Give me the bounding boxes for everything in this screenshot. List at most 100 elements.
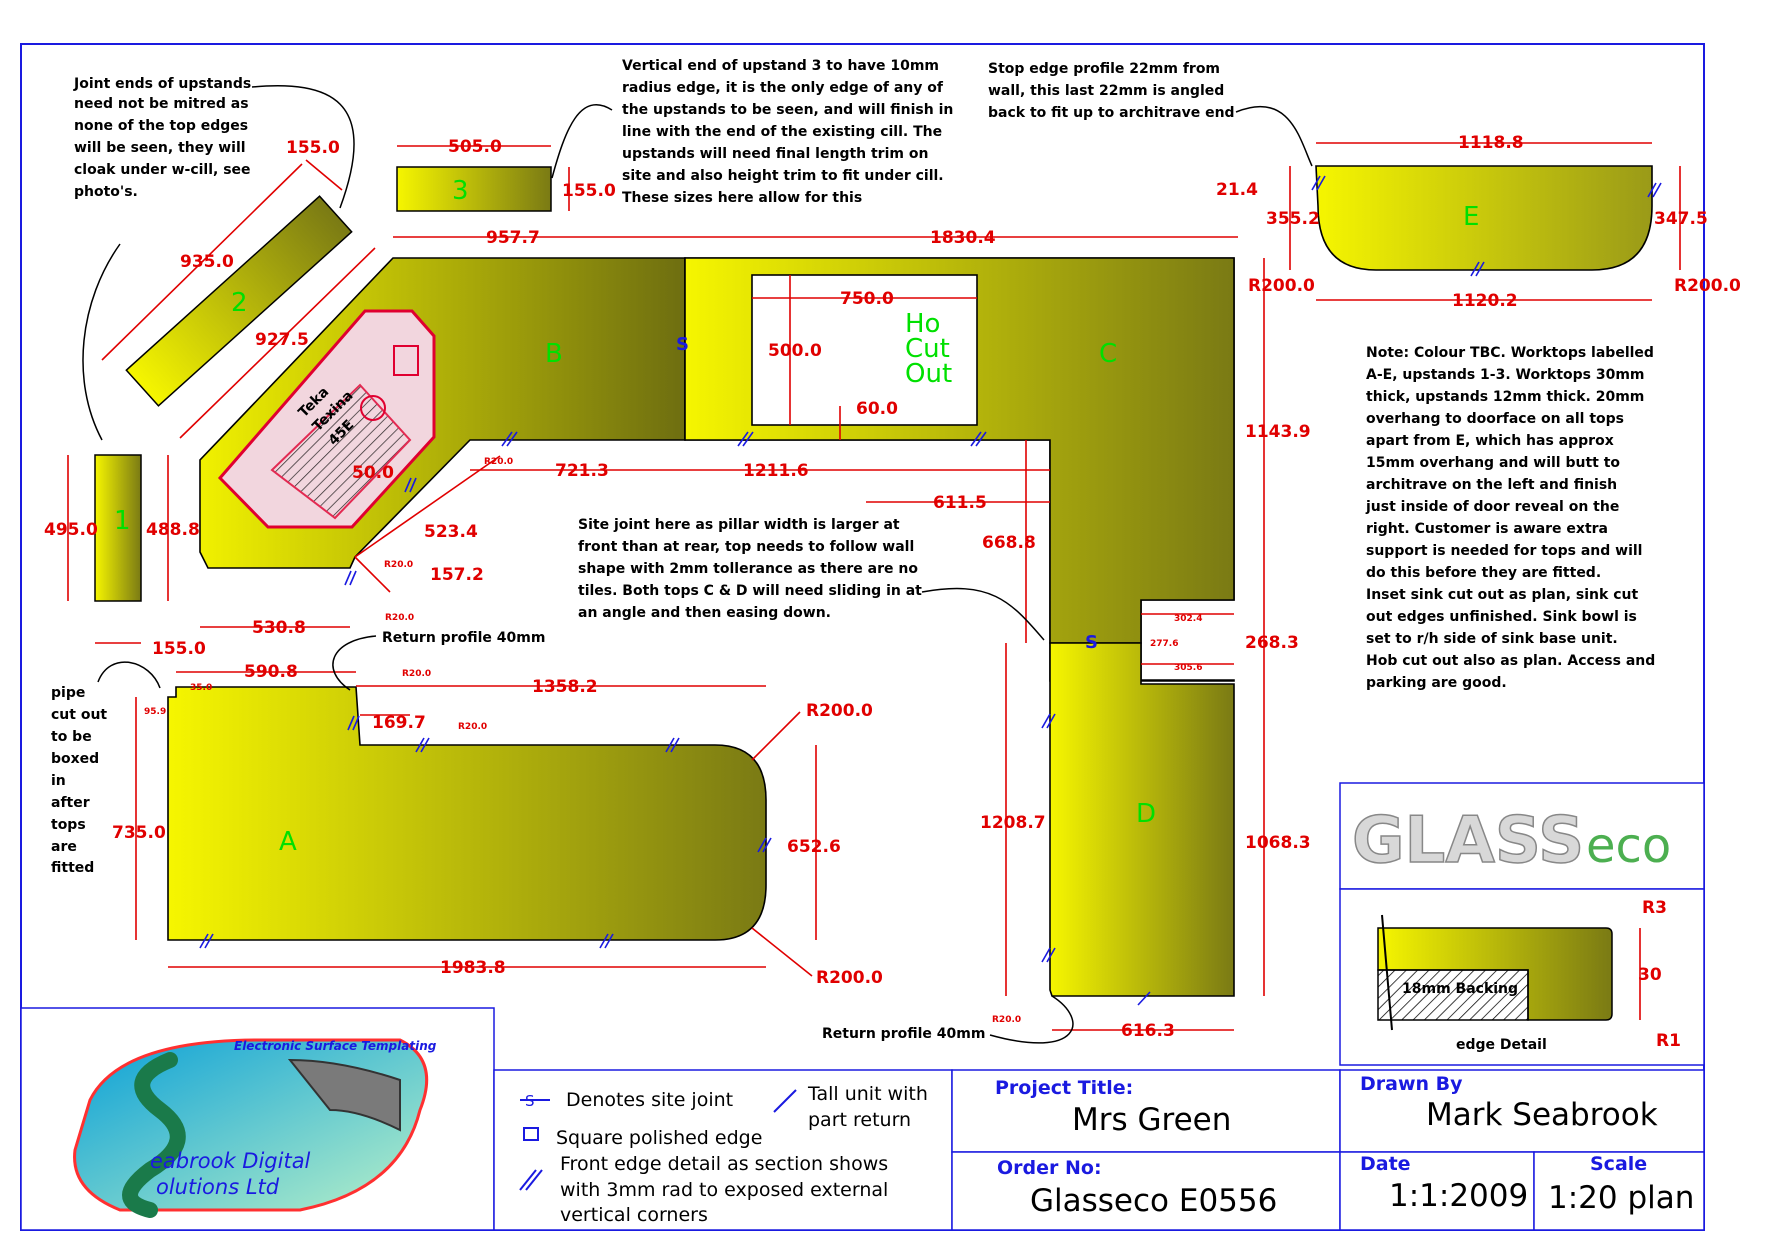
legend-front-3: vertical corners <box>560 1204 708 1226</box>
dim-a-small2: 95.9 <box>144 707 166 717</box>
svg-text:photo's.: photo's. <box>74 184 138 200</box>
note-general: Note: Colour TBC. Worktops labelled A-E,… <box>1365 345 1655 691</box>
company-line-2: olutions Ltd <box>156 1175 280 1199</box>
svg-text:to be: to be <box>51 729 92 745</box>
upstand-3-label: 3 <box>452 176 469 206</box>
dim-e-left: 355.2 <box>1266 209 1320 229</box>
dim-a-step: 169.7 <box>372 713 426 733</box>
dim-e-step: 21.4 <box>1216 180 1258 200</box>
upstand-3: 3 <box>396 166 552 212</box>
svg-text:architrave on the left and fin: architrave on the left and finish <box>1366 477 1617 493</box>
dim-d-r20: R20.0 <box>992 1015 1021 1025</box>
order-label: Order No: <box>997 1157 1102 1179</box>
svg-text:right. Customer is aware extra: right. Customer is aware extra <box>1366 521 1608 537</box>
svg-text:just inside of door reveal on: just inside of door reveal on the <box>1365 499 1619 515</box>
dim-u2-len: 935.0 <box>180 252 234 272</box>
legend-s-icon: S <box>525 1092 535 1110</box>
dim-a-top2: 1358.2 <box>532 677 598 697</box>
company-logo: Electronic Surface Templating eabrook Di… <box>20 1007 495 1231</box>
dim-d-right: 1068.3 <box>1245 833 1311 853</box>
svg-text:apart from E, which has approx: apart from E, which has approx <box>1366 433 1614 449</box>
svg-text:Joint ends of upstands: Joint ends of upstands <box>73 76 251 92</box>
svg-text:Vertical end of upstand 3 to h: Vertical end of upstand 3 to have 10mm <box>622 58 939 74</box>
dim-a-top: 590.8 <box>244 662 298 682</box>
svg-text:support is needed for tops and: support is needed for tops and will <box>1366 543 1642 559</box>
svg-text:boxed: boxed <box>51 751 99 767</box>
dim-d-bottom: 616.3 <box>1121 1021 1175 1041</box>
worktop-d-label: D <box>1136 799 1156 829</box>
dimension-lines: 505.0 155.0 155.0 935.0 927.5 495.0 488.… <box>44 133 1741 1041</box>
dim-edge-r3: R3 <box>1642 898 1667 918</box>
svg-text:in: in <box>51 773 66 789</box>
legend-front-2: with 3mm rad to exposed external <box>560 1179 888 1201</box>
note-site-joint: Site joint here as pillar width is large… <box>578 517 1045 641</box>
worktop-a-label: A <box>279 827 297 857</box>
dim-edge-30: 30 <box>1638 965 1662 985</box>
legend-tall-2: part return <box>808 1109 911 1131</box>
note-return-profile-1: Return profile 40mm <box>382 630 545 646</box>
title-block: Project Title: Mrs Green Drawn By Mark S… <box>951 1069 1705 1231</box>
dim-hob-w: 750.0 <box>840 289 894 309</box>
drawn-by: Mark Seabrook <box>1426 1097 1658 1133</box>
svg-text:overhang to doorface on all to: overhang to doorface on all tops <box>1366 411 1624 427</box>
worktop-e: E <box>1315 165 1653 271</box>
dim-a-r20b: R20.0 <box>458 722 487 732</box>
dim-a-r20a: R20.0 <box>402 669 431 679</box>
edge-caption: edge Detail <box>1456 1037 1547 1053</box>
worktop-e-label: E <box>1463 202 1479 232</box>
note-stop-edge: Stop edge profile 22mm from wall, this l… <box>988 61 1313 167</box>
worktop-b-label: B <box>545 339 563 369</box>
legend-site-joint: Denotes site joint <box>566 1089 733 1111</box>
dim-pillar-h: 268.3 <box>1245 633 1299 653</box>
company-tagline: Electronic Surface Templating <box>234 1039 437 1053</box>
svg-text:Hob cut out also as plan. Acce: Hob cut out also as plan. Access and <box>1366 653 1655 669</box>
svg-text:front than at rear, top needs: front than at rear, top needs to follow … <box>578 539 914 555</box>
glasseco-logo: GLASS eco <box>1339 782 1705 890</box>
drawn-label: Drawn By <box>1360 1073 1463 1095</box>
svg-text:line with the end of the exist: line with the end of the existing cill. … <box>622 124 942 140</box>
svg-text:radius edge, it is the only ed: radius edge, it is the only edge of any … <box>622 80 944 96</box>
dim-r20a: R20.0 <box>484 457 513 467</box>
dim-a-small1: 35.0 <box>190 683 212 693</box>
dim-top-b: 957.7 <box>486 228 540 248</box>
dim-a-right: 652.6 <box>787 837 841 857</box>
svg-text:Inset sink cut out as plan, si: Inset sink cut out as plan, sink cut <box>1366 587 1638 603</box>
worktop-a: A <box>167 686 767 941</box>
date-label: Date <box>1360 1153 1411 1175</box>
dim-e-bottom: 1120.2 <box>1452 291 1518 311</box>
svg-text:Stop edge profile 22mm from: Stop edge profile 22mm from <box>988 61 1220 77</box>
worktop-d: D <box>1049 642 1235 997</box>
dim-e-r200l: R200.0 <box>1248 276 1315 296</box>
svg-text:cut out: cut out <box>51 707 107 723</box>
logo-eco: eco <box>1586 818 1671 874</box>
dim-pillar-mid: 277.6 <box>1150 639 1178 649</box>
hob-label-3: Out <box>905 359 952 389</box>
dim-diag2: 157.2 <box>430 565 484 585</box>
dim-hob-h: 500.0 <box>768 341 822 361</box>
dim-e-top: 1118.8 <box>1458 133 1524 153</box>
dim-hob-off: 60.0 <box>856 399 898 419</box>
dim-u1-inner: 488.8 <box>146 520 200 540</box>
project-label: Project Title: <box>995 1077 1133 1099</box>
svg-text:thick, upstands 12mm thick. 20: thick, upstands 12mm thick. 20mm <box>1366 389 1644 405</box>
dim-a-r200a: R200.0 <box>806 701 873 721</box>
dim-e-r200r: R200.0 <box>1674 276 1741 296</box>
dim-b-front: 721.3 <box>555 461 609 481</box>
dim-u2-w: 155.0 <box>286 138 340 158</box>
svg-text:back to fit up to architrave e: back to fit up to architrave end <box>988 105 1235 121</box>
dim-e-right: 347.5 <box>1654 209 1708 229</box>
svg-text:an angle and then easing down.: an angle and then easing down. <box>578 605 831 621</box>
note-upstand-3: Vertical end of upstand 3 to have 10mm r… <box>551 58 953 206</box>
dim-c-right: 1143.9 <box>1245 422 1311 442</box>
logo-glass: GLASS <box>1352 804 1584 878</box>
note-return-profile-2: Return profile 40mm <box>822 1026 985 1042</box>
dim-sink-r: 50.0 <box>352 463 394 483</box>
legend: S Denotes site joint Tall unit with part… <box>493 1069 953 1231</box>
svg-text:upstands will need final lengt: upstands will need final length trim on <box>622 146 928 162</box>
svg-text:none of the top edges: none of the top edges <box>74 118 248 134</box>
svg-text:parking are good.: parking are good. <box>1366 675 1507 691</box>
dim-r20c: R20.0 <box>385 613 414 623</box>
svg-text:wall, this last 22mm is angled: wall, this last 22mm is angled <box>988 83 1224 99</box>
svg-text:do this before they are fitted: do this before they are fitted. <box>1366 565 1601 581</box>
dim-a-bottom: 1983.8 <box>440 958 506 978</box>
